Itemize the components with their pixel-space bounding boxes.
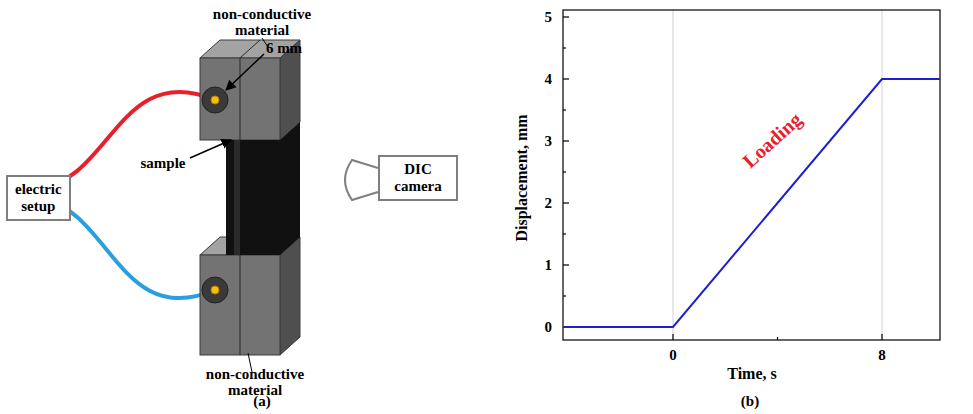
tick-label: 5 [545, 9, 553, 25]
axis-tick [563, 140, 569, 141]
axis-tick [563, 233, 566, 234]
grip-block [200, 255, 280, 355]
chart-frame [563, 10, 940, 340]
annotation: (b) [741, 393, 759, 409]
axis-tick [563, 264, 569, 265]
device-box: electric setup [6, 175, 71, 221]
displacement-curve [563, 79, 940, 327]
axis-tick [563, 16, 569, 17]
tick-label: 0 [669, 347, 677, 363]
chart-frame [882, 10, 883, 340]
leader-line [226, 54, 264, 90]
electrode [202, 87, 228, 113]
leader-line [190, 140, 231, 158]
electrode [211, 286, 219, 294]
chart-frame [673, 10, 674, 340]
tick-label: 8 [878, 347, 886, 363]
grip-block [200, 58, 280, 140]
device-box: DIC camera [378, 155, 458, 201]
grip-block [240, 58, 241, 140]
axis-tick [563, 78, 569, 79]
sample-plate [234, 140, 240, 255]
axis-tick [777, 337, 778, 340]
axis-tick [563, 202, 569, 203]
leader-line [190, 38, 268, 372]
axis-tick [563, 171, 566, 172]
axis-tick [563, 295, 566, 296]
annotation: non-conductive material [197, 6, 327, 38]
axis-tick [563, 47, 566, 48]
tick-label: 4 [545, 71, 553, 87]
axis-tick [563, 109, 566, 110]
grip-block [280, 237, 300, 355]
annotation: (a) [253, 393, 271, 409]
grip-block [240, 255, 241, 355]
annotation: 6 mm [266, 40, 302, 56]
axis-tick [672, 334, 673, 340]
annotation: sample [141, 155, 186, 171]
grip-block [240, 40, 260, 58]
annotation: Loading [738, 108, 806, 172]
axis-tick [563, 17, 882, 340]
tick-label: 0 [545, 319, 553, 335]
axis-title: Time, s [727, 365, 776, 383]
electrode [202, 87, 228, 303]
box-text: electric setup [15, 181, 62, 215]
chart-frame [563, 10, 940, 340]
tick-label: 2 [545, 195, 553, 211]
sample-plate [226, 122, 300, 255]
box-text: DIC camera [387, 161, 449, 195]
camera-lens [345, 160, 378, 200]
tick-label: 3 [545, 133, 553, 149]
electrode [202, 277, 228, 303]
electrode [211, 96, 219, 104]
sample-plate [226, 122, 300, 255]
axis-title: Displacement, mm [513, 114, 531, 241]
wire [40, 92, 215, 188]
tick-label: 1 [545, 257, 553, 273]
axis-tick [881, 334, 882, 340]
